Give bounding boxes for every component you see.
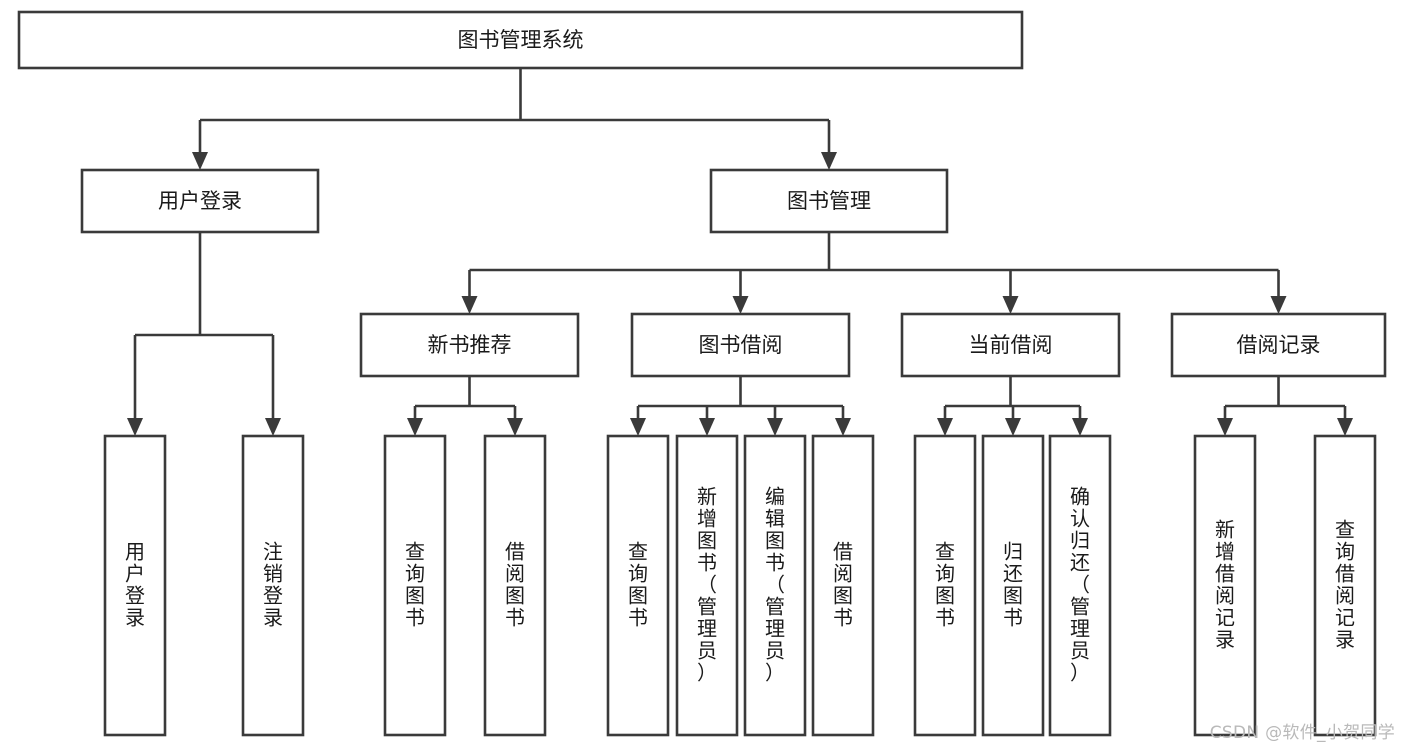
node-label: 查询图书: [628, 539, 648, 629]
node-label: 用户登录: [158, 189, 242, 213]
node-level1[interactable]: 图书管理: [709, 168, 949, 234]
node-leaf[interactable]: 借阅图书: [811, 434, 875, 737]
arrow-head-icon: [732, 296, 749, 314]
node-label: 借阅图书: [833, 539, 853, 629]
node-leaf[interactable]: 查询借阅记录: [1313, 434, 1377, 737]
node-box: [606, 434, 670, 737]
node-label: 查询借阅记录: [1335, 517, 1355, 651]
node-box: [811, 434, 875, 737]
node-box: [1048, 434, 1112, 737]
node-box: [241, 434, 305, 737]
node-label: 用户登录: [125, 539, 145, 629]
node-leaf[interactable]: 新增借阅记录: [1193, 434, 1257, 737]
node-box: [483, 434, 547, 737]
node-box: [743, 434, 807, 737]
node-box: [709, 168, 949, 234]
node-group[interactable]: 借阅记录: [1170, 312, 1387, 378]
node-box: [1313, 434, 1377, 737]
connector-edges-layer: [127, 68, 1353, 436]
node-leaf[interactable]: 用户登录: [103, 434, 167, 737]
arrow-head-icon: [1337, 418, 1353, 436]
node-label: 新增图书（管理员）: [697, 484, 717, 684]
arrow-head-icon: [507, 418, 523, 436]
arrow-head-icon: [767, 418, 783, 436]
node-label: 查询图书: [935, 539, 955, 629]
arrow-head-icon: [937, 418, 953, 436]
arrow-head-icon: [407, 418, 423, 436]
node-box: [981, 434, 1045, 737]
node-label: 归还图书: [1003, 539, 1023, 629]
node-label: 查询图书: [405, 539, 425, 629]
arrow-head-icon: [1270, 296, 1287, 314]
node-leaf[interactable]: 借阅图书: [483, 434, 547, 737]
arrow-head-icon: [699, 418, 715, 436]
node-leaf[interactable]: 查询图书: [606, 434, 670, 737]
node-leaf[interactable]: 查询图书: [383, 434, 447, 737]
node-group[interactable]: 图书借阅: [630, 312, 851, 378]
arrow-head-icon: [835, 418, 851, 436]
node-label: 图书借阅: [699, 333, 783, 357]
node-leaf[interactable]: 确认归还（管理员）: [1048, 434, 1112, 737]
node-label: 当前借阅: [969, 333, 1053, 357]
node-box: [1170, 312, 1387, 378]
arrow-head-icon: [1217, 418, 1233, 436]
node-box: [359, 312, 580, 378]
arrow-head-icon: [821, 152, 837, 170]
node-root[interactable]: 图书管理系统: [17, 10, 1024, 70]
arrow-head-icon: [1072, 418, 1088, 436]
arrow-head-icon: [630, 418, 646, 436]
node-box: [17, 10, 1024, 70]
node-box: [103, 434, 167, 737]
node-leaf[interactable]: 归还图书: [981, 434, 1045, 737]
arrow-head-icon: [127, 418, 143, 436]
arrow-head-icon: [1002, 296, 1019, 314]
node-label: 图书管理: [787, 189, 871, 213]
node-label: 借阅记录: [1237, 333, 1321, 357]
arrow-head-icon: [192, 152, 208, 170]
arrow-head-icon: [265, 418, 281, 436]
node-box: [675, 434, 739, 737]
node-label: 新书推荐: [428, 333, 512, 357]
node-box: [630, 312, 851, 378]
node-label: 新增借阅记录: [1215, 517, 1235, 651]
arrow-head-icon: [461, 296, 478, 314]
node-leaf[interactable]: 注销登录: [241, 434, 305, 737]
node-box: [383, 434, 447, 737]
node-label: 借阅图书: [505, 539, 525, 629]
node-group[interactable]: 新书推荐: [359, 312, 580, 378]
node-level1[interactable]: 用户登录: [80, 168, 320, 234]
node-box: [913, 434, 977, 737]
node-leaf[interactable]: 新增图书（管理员）: [675, 434, 739, 737]
arrow-head-icon: [1005, 418, 1021, 436]
node-leaf[interactable]: 查询图书: [913, 434, 977, 737]
node-box: [900, 312, 1121, 378]
node-label: 确认归还（管理员）: [1070, 484, 1090, 684]
node-box: [80, 168, 320, 234]
node-box: [1193, 434, 1257, 737]
node-group[interactable]: 当前借阅: [900, 312, 1121, 378]
node-label: 注销登录: [263, 539, 283, 629]
node-label: 编辑图书（管理员）: [765, 484, 785, 684]
node-leaf[interactable]: 编辑图书（管理员）: [743, 434, 807, 737]
node-label: 图书管理系统: [458, 28, 584, 52]
